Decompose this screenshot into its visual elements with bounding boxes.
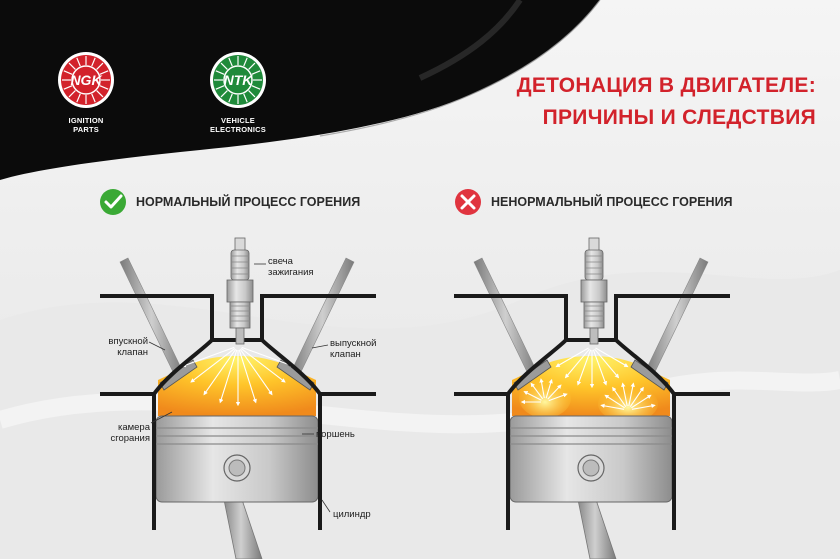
label-cylinder: цилиндр	[333, 509, 371, 520]
page-subtitle: ПРИЧИНЫ И СЛЕДСТВИЯ	[542, 106, 816, 129]
ntk-logo-text: NTK	[224, 72, 254, 88]
engine-normal	[100, 237, 376, 559]
check-icon	[100, 189, 126, 215]
heading-normal: НОРМАЛЬНЫЙ ПРОЦЕСС ГОРЕНИЯ	[136, 195, 361, 209]
ngk-caption: IGNITION PARTS	[68, 116, 104, 134]
ngk-logo: NGK	[58, 52, 114, 108]
ngk-logo-text: NGK	[70, 72, 102, 88]
engine-abnormal	[454, 237, 730, 559]
label-intake-valve: впускной клапан	[108, 336, 148, 358]
piston-normal	[155, 415, 319, 503]
cross-icon	[455, 189, 481, 215]
page-title: ДЕТОНАЦИЯ В ДВИГАТЕЛЕ:	[516, 74, 816, 97]
ntk-caption: VEHICLE ELECTRONICS	[210, 116, 266, 134]
label-spark-plug: свеча зажигания	[268, 256, 314, 278]
label-piston: поршень	[316, 429, 355, 440]
combustion-fire	[158, 356, 316, 416]
label-exhaust-valve: выпускной клапан	[330, 338, 377, 360]
ntk-logo: NTK	[210, 52, 266, 108]
label-combustion-chamber: камера сгорания	[110, 422, 150, 444]
heading-abnormal: НЕНОРМАЛЬНЫЙ ПРОЦЕСС ГОРЕНИЯ	[491, 195, 733, 209]
